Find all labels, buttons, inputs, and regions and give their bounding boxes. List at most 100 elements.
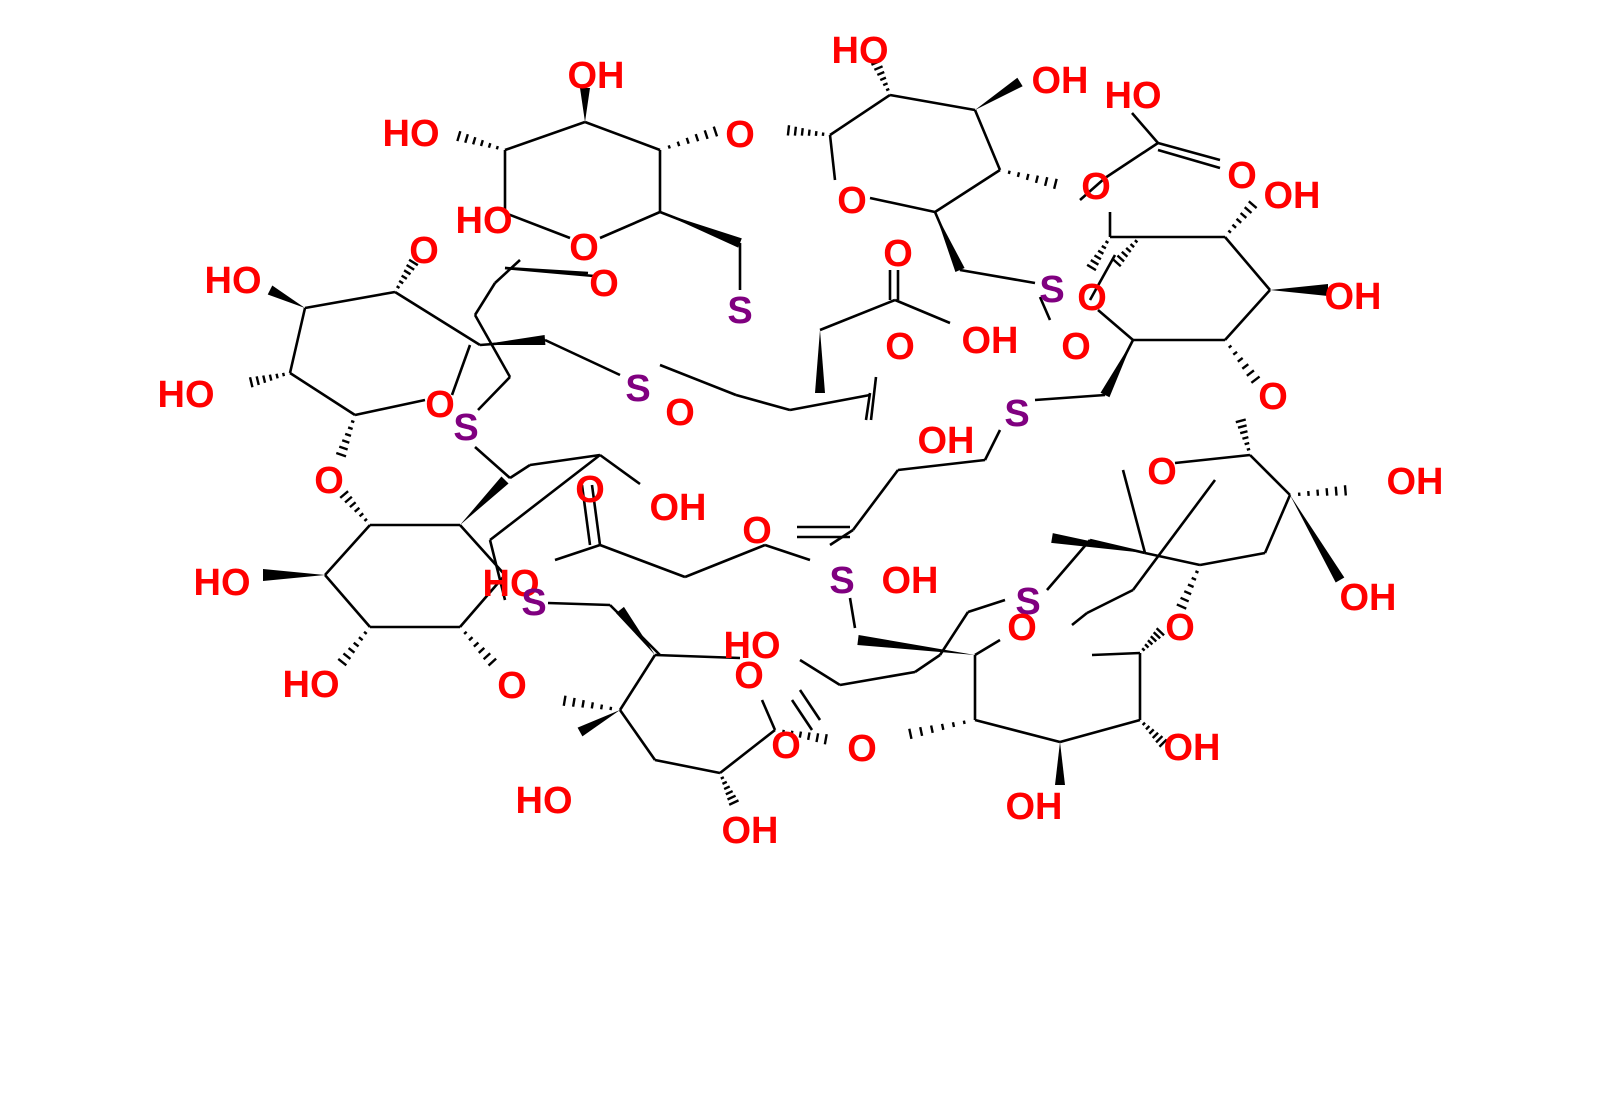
oxygen-atom-label: OH — [962, 320, 1019, 362]
single-bond — [1104, 141, 1159, 180]
single-bond — [897, 458, 986, 472]
oxygen-atom-label: HO — [724, 625, 781, 667]
oxygen-atom-label: OH — [1032, 60, 1089, 102]
single-bond — [974, 638, 1001, 657]
sulfur-atom-label: S — [829, 560, 854, 602]
single-bond — [488, 539, 507, 601]
single-bond — [618, 709, 657, 761]
single-bond — [1224, 236, 1271, 291]
single-bond — [839, 670, 916, 687]
oxygen-atom-label: O — [734, 655, 764, 697]
single-bond — [459, 574, 506, 628]
sulfur-atom-label: S — [1015, 581, 1040, 623]
single-bond — [1263, 494, 1292, 554]
single-bond — [1089, 538, 1146, 555]
wedge-bond — [616, 606, 655, 655]
single-bond — [1144, 551, 1201, 567]
single-bond — [1046, 539, 1091, 591]
oxygen-atom-label: O — [742, 510, 772, 552]
single-bond — [894, 298, 951, 325]
hashed-bond — [562, 695, 613, 711]
hashed-bond — [248, 372, 286, 388]
hashed-bond — [786, 125, 825, 137]
wedge-bond — [580, 88, 590, 122]
single-bond — [799, 658, 841, 687]
single-bond — [509, 463, 531, 480]
sulfur-atom-label: S — [727, 290, 752, 332]
single-bond — [851, 469, 900, 531]
hashed-bond — [1176, 570, 1199, 610]
single-bond — [1086, 588, 1134, 615]
oxygen-atom-label: OH — [1340, 577, 1397, 619]
hashed-bond — [396, 258, 419, 289]
oxygen-atom-label: O — [1081, 166, 1111, 208]
single-bond — [544, 338, 621, 377]
single-bond — [889, 93, 976, 112]
single-bond — [654, 653, 741, 660]
oxygen-atom-label: OH — [1164, 727, 1221, 769]
hashed-bond — [1112, 239, 1139, 268]
hashed-bond — [1297, 485, 1348, 497]
single-bond — [394, 290, 481, 347]
double-bond-line — [580, 484, 592, 546]
oxygen-atom-label: OH — [568, 55, 625, 97]
sulfur-atom-label: S — [1004, 393, 1029, 435]
double-bond-line — [869, 376, 878, 421]
oxygen-atom-label: O — [1258, 376, 1288, 418]
oxygen-atom-label: OH — [1325, 276, 1382, 318]
wedge-bond — [267, 285, 305, 308]
oxygen-atom-label: O — [425, 384, 455, 426]
hashed-bond — [720, 776, 740, 806]
double-bond-line — [1157, 141, 1221, 162]
single-bond — [1059, 718, 1141, 744]
oxygen-atom-label: O — [569, 227, 599, 269]
oxygen-atom-label: OH — [650, 487, 707, 529]
sulfur-atom-label: S — [1039, 269, 1064, 311]
single-bond — [659, 363, 737, 397]
oxygen-atom-label: O — [883, 233, 913, 275]
single-bond — [983, 429, 1002, 461]
single-bond — [599, 210, 661, 240]
single-bond — [494, 259, 521, 284]
oxygen-atom-label: HO — [456, 200, 513, 242]
wedge-bond — [1055, 742, 1065, 785]
double-bond-line — [790, 699, 814, 731]
double-bond-line — [590, 484, 602, 546]
hashed-bond — [337, 630, 368, 667]
single-bond — [789, 393, 871, 412]
oxygen-atom-label: O — [1227, 155, 1257, 197]
single-bond — [288, 307, 307, 374]
oxygen-atom-label: HO — [1105, 75, 1162, 117]
single-bond — [1121, 469, 1147, 554]
oxygen-atom-label: HO — [205, 260, 262, 302]
single-bond — [1174, 453, 1251, 465]
oxygen-atom-label: OH — [1387, 461, 1444, 503]
oxygen-atom-label: O — [847, 728, 877, 770]
single-bond — [489, 453, 601, 542]
single-bond — [599, 453, 641, 486]
single-bond — [1071, 611, 1088, 627]
oxygen-atom-label: OH — [918, 420, 975, 462]
hashed-bond — [335, 419, 355, 458]
oxygen-atom-label: O — [771, 725, 801, 767]
single-bond — [474, 446, 511, 479]
wedge-bond — [1290, 495, 1345, 583]
single-bond — [599, 543, 686, 579]
single-bond — [450, 344, 472, 396]
oxygen-atom-label: HO — [483, 563, 540, 605]
single-bond — [554, 543, 601, 562]
single-bond — [1199, 551, 1266, 567]
single-bond — [848, 597, 857, 629]
bonds-layer — [248, 59, 1348, 806]
single-bond — [504, 120, 586, 152]
oxygen-atom-label: OH — [722, 810, 779, 852]
single-bond — [959, 268, 1036, 285]
sulfur-atom-label: S — [521, 582, 546, 624]
double-bond-line — [1038, 296, 1052, 321]
single-bond — [289, 371, 356, 417]
single-bond — [1249, 454, 1291, 496]
wedge-bond — [975, 77, 1023, 110]
single-bond — [829, 93, 891, 137]
